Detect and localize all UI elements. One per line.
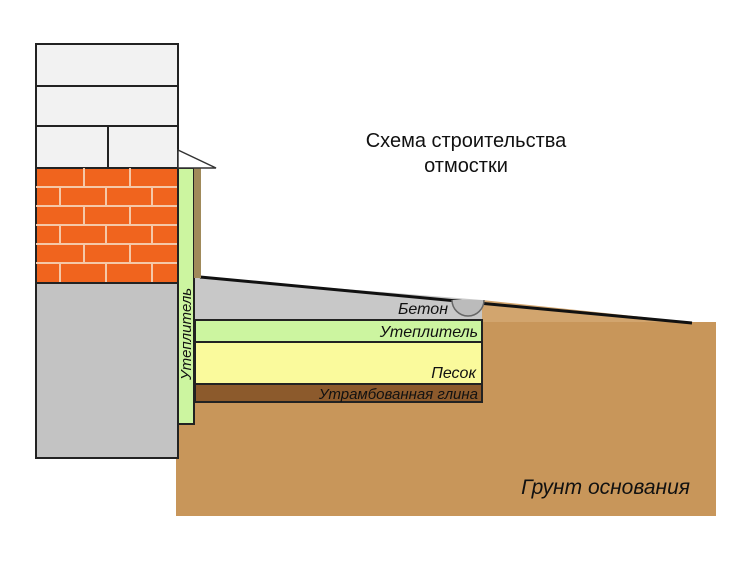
label-clay: Утрамбованная глина <box>318 386 478 403</box>
concrete-layer <box>195 277 482 320</box>
concrete-surface-line <box>199 275 693 325</box>
label-concrete: Бетон <box>398 301 448 318</box>
label-sand: Песок <box>431 365 477 382</box>
stone-cladding <box>194 168 201 278</box>
brick-mortar <box>36 168 178 283</box>
drain-tray-icon <box>451 299 485 317</box>
drip-cap <box>177 148 217 169</box>
label-ground: Грунт основания <box>521 476 690 499</box>
wall-blocks <box>35 43 179 169</box>
label-insulation-horizontal: Утеплитель <box>379 324 478 341</box>
title-line-2: отмостки <box>424 155 508 177</box>
foundation <box>35 282 179 459</box>
title-line-1: Схема строительства <box>366 130 567 152</box>
label-insulation-vertical: Утеплитель <box>178 288 195 381</box>
